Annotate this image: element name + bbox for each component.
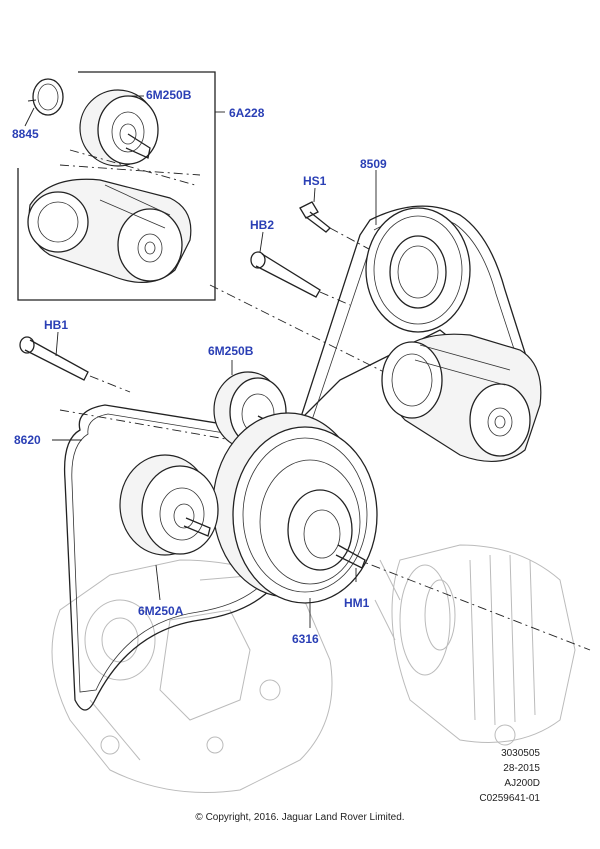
copyright-notice: © Copyright, 2016. Jaguar Land Rover Lim… bbox=[195, 812, 405, 823]
label-hb1: HB1 bbox=[44, 318, 69, 332]
label-6m250b: 6M250B bbox=[208, 344, 254, 358]
label-8845: 8845 bbox=[12, 127, 39, 141]
idler-pulley-lower bbox=[119, 454, 219, 601]
label-leaders bbox=[52, 95, 377, 582]
crankshaft-pulley bbox=[212, 412, 378, 628]
inset-detail-box bbox=[17, 71, 225, 301]
inset-belt-tensioner bbox=[27, 164, 201, 284]
label-8509: 8509 bbox=[360, 157, 387, 171]
label-hm1: HM1 bbox=[344, 596, 370, 610]
inset-idler-pulley bbox=[69, 89, 196, 186]
label-6a228: 6A228 bbox=[229, 106, 265, 120]
belt-tensioner-assembly bbox=[381, 333, 542, 463]
label-hs1: HS1 bbox=[303, 174, 327, 188]
circlip-part bbox=[24, 78, 64, 127]
label-6m250b-inset: 6M250B bbox=[146, 88, 192, 102]
upper-pulley bbox=[365, 207, 471, 333]
alternator-ghost bbox=[374, 544, 576, 746]
label-hb2: HB2 bbox=[250, 218, 275, 232]
label-6316: 6316 bbox=[292, 632, 319, 646]
bolt-hs1-part bbox=[299, 187, 381, 256]
label-6m250a: 6M250A bbox=[138, 604, 184, 618]
reference-line-2: 28-2015 bbox=[503, 763, 540, 774]
reference-line-4: C0259641-01 bbox=[479, 793, 540, 804]
bolt-hb2-part bbox=[250, 231, 351, 306]
label-8620: 8620 bbox=[14, 433, 41, 447]
reference-line-3: AJ200D bbox=[504, 778, 540, 789]
bolt-hb1-part bbox=[19, 331, 131, 393]
reference-line-1: 3030505 bbox=[501, 748, 540, 759]
